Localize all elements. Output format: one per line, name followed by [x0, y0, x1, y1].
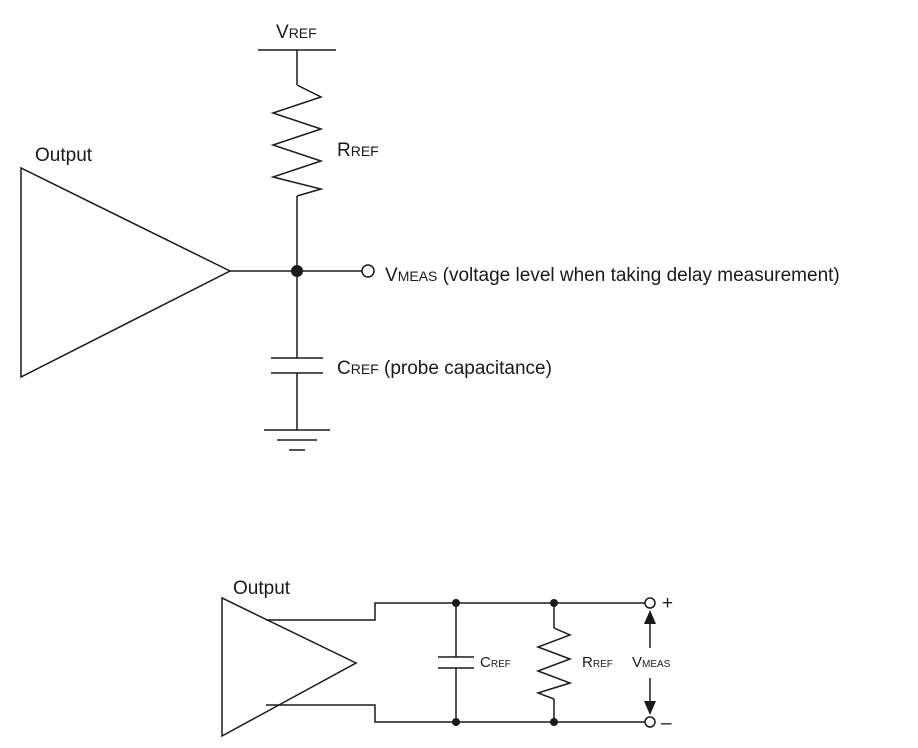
cref-label: CREF (probe capacitance) — [337, 358, 552, 379]
rref-resistor — [270, 84, 324, 197]
vmeas-arrow-up-head — [644, 610, 656, 624]
vmeas-label: VMEAS (voltage level when taking delay m… — [385, 265, 840, 286]
rref-resistor-bottom — [535, 627, 573, 700]
rref-label: RREF — [337, 140, 379, 161]
output-buffer-triangle — [20, 166, 232, 379]
vmeas-arrow-down-head — [644, 701, 656, 715]
ground-symbol — [264, 429, 330, 451]
wire-bottom-rail — [266, 704, 650, 723]
minus-sign: – — [661, 713, 672, 734]
wire-top-rail — [266, 602, 650, 621]
plus-sign: + — [662, 593, 673, 614]
output-buffer-triangle-bottom — [221, 596, 358, 738]
rref-label-bottom: RREF — [582, 654, 613, 671]
bottom-circuit: Output CREF RREF + – VMEAS — [221, 578, 673, 738]
minus-terminal — [644, 716, 656, 728]
vref-label: VREF — [276, 22, 317, 43]
vmeas-terminal — [361, 264, 375, 278]
output-label-bottom: Output — [233, 578, 291, 599]
top-circuit: VREF RREF Output VMEAS (voltage level wh… — [20, 22, 840, 451]
vmeas-label-bottom: VMEAS — [632, 654, 671, 671]
output-label-top: Output — [35, 145, 93, 166]
cref-label-bottom: CREF — [480, 654, 511, 671]
plus-terminal — [644, 597, 656, 609]
